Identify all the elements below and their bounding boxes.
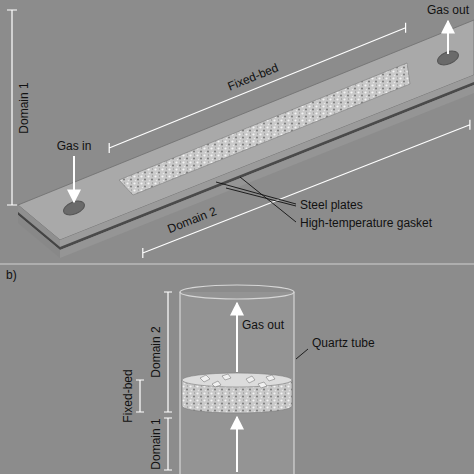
quartz-tube-body <box>180 292 294 474</box>
gasket-layer <box>60 82 474 250</box>
part-label: Domain 1 <box>17 82 31 133</box>
steel-plate-upper <box>60 75 474 247</box>
quartz-tube-rim <box>180 285 294 299</box>
gasket-end <box>18 212 60 250</box>
steel-plate-lower <box>60 85 474 258</box>
part-label: Steel plates <box>300 198 363 212</box>
granule <box>258 382 267 388</box>
leader-line <box>216 182 296 204</box>
granule <box>266 375 275 381</box>
steel-plate-lower-end <box>18 215 60 258</box>
gas-out-arrow <box>236 303 238 372</box>
quartz-tube-wall <box>293 292 294 474</box>
quartz-tube-wall <box>179 292 180 474</box>
leader-line <box>240 177 296 222</box>
leader-line <box>226 188 296 206</box>
granule <box>200 375 210 382</box>
domain-bracket <box>143 120 470 258</box>
granule <box>246 376 255 383</box>
granule <box>212 381 221 387</box>
part-label: High-temperature gasket <box>300 216 432 230</box>
part-label: Gas out <box>427 3 469 17</box>
part-label: Gas in <box>57 139 92 153</box>
fixed-bed-bracket <box>136 380 144 412</box>
bed-granules <box>200 374 275 388</box>
part-label: b) <box>6 268 17 282</box>
part-label: Domain 2 <box>149 326 163 377</box>
fixed-bed-top <box>182 373 292 387</box>
part-label: Fixed-bed <box>226 60 281 93</box>
fixed-bed-bracket <box>109 23 405 153</box>
part-label: Quartz tube <box>312 336 375 350</box>
domain-bracket <box>164 292 172 412</box>
fixed-bed-strip <box>119 63 410 195</box>
part-label: Domain 1 <box>149 418 163 469</box>
granule <box>222 374 231 380</box>
dimension-brackets <box>136 292 172 470</box>
leader-lines <box>216 177 296 222</box>
domain-bracket <box>164 418 172 470</box>
gas-in-arrow <box>73 156 75 202</box>
gas-in-arrow <box>236 417 238 472</box>
panel-divider <box>0 264 474 265</box>
domain-bracket <box>7 10 17 205</box>
dimension-brackets <box>7 10 470 258</box>
part-label: Gas out <box>242 318 284 332</box>
steel-plate-top <box>18 20 474 240</box>
part-label: Fixed-bed <box>121 369 135 422</box>
leader-line <box>296 349 308 359</box>
gas-out-arrow <box>447 21 449 54</box>
